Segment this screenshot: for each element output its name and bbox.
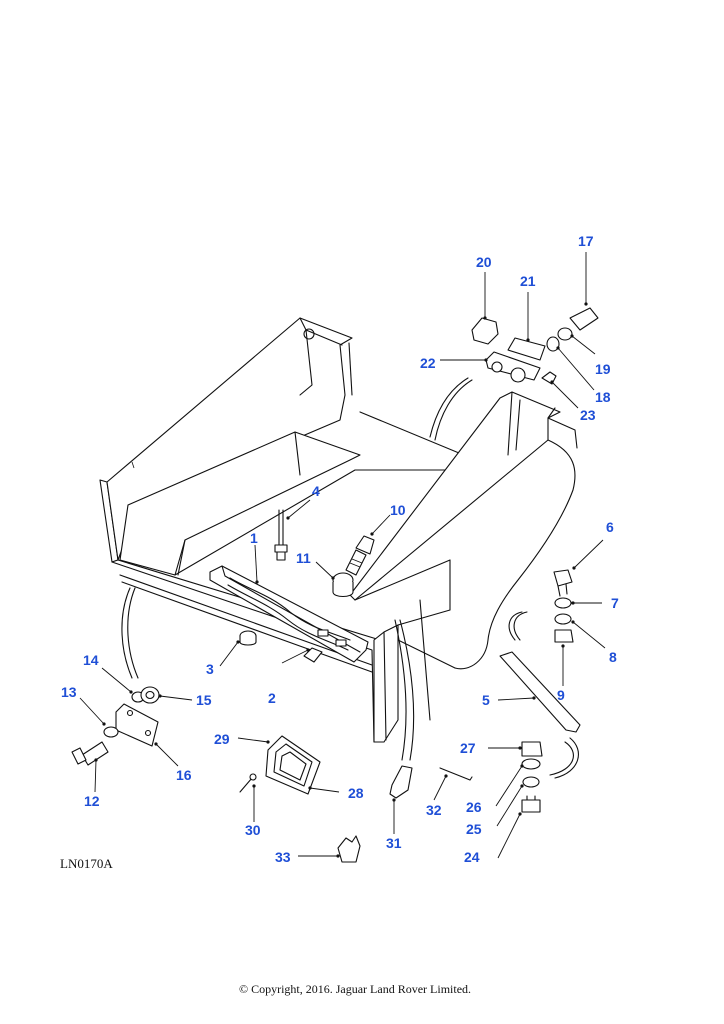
strap-assembly-parts — [499, 569, 581, 733]
callout-2: 2 — [268, 690, 276, 706]
callout-13: 13 — [61, 684, 77, 700]
callout-32: 32 — [426, 802, 442, 818]
callout-8: 8 — [609, 649, 617, 665]
left-hinge-parts — [71, 686, 160, 766]
callout-11: 11 — [296, 550, 311, 566]
callout-22: 22 — [420, 355, 436, 371]
callout-10: 10 — [390, 502, 406, 518]
grommet-parts — [239, 735, 321, 795]
hook-part — [389, 765, 413, 799]
callout-18: 18 — [595, 389, 611, 405]
callout-23: 23 — [580, 407, 596, 423]
callout-30: 30 — [245, 822, 261, 838]
callout-4: 4 — [312, 483, 320, 499]
callout-33: 33 — [275, 849, 291, 865]
callout-27: 27 — [460, 740, 476, 756]
callout-20: 20 — [476, 254, 492, 270]
callout-1: 1 — [250, 530, 258, 546]
callout-12: 12 — [84, 793, 100, 809]
callout-3: 3 — [206, 661, 214, 677]
leader-lines — [79, 252, 606, 859]
bush-part — [332, 572, 354, 598]
callout-31: 31 — [386, 835, 402, 851]
nut-washer-stack-parts — [521, 741, 543, 813]
callout-24: 24 — [464, 849, 480, 865]
diagram-reference: LN0170A — [60, 856, 113, 871]
callout-16: 16 — [176, 767, 192, 783]
hex-bolt-part — [345, 535, 375, 576]
callout-9: 9 — [557, 687, 565, 703]
callout-28: 28 — [348, 785, 364, 801]
callout-25: 25 — [466, 821, 482, 837]
callout-26: 26 — [466, 799, 482, 815]
clip-part — [337, 835, 361, 863]
split-pin-part — [439, 767, 473, 781]
callout-17: 17 — [578, 233, 594, 249]
long-bolt-part — [274, 509, 288, 561]
parts — [71, 307, 599, 863]
callout-5: 5 — [482, 692, 490, 708]
stud-part — [239, 630, 257, 646]
callout-19: 19 — [595, 361, 611, 377]
callout-21: 21 — [520, 273, 536, 289]
callout-14: 14 — [83, 652, 99, 668]
callout-6: 6 — [606, 519, 614, 535]
callout-labels: 1 2 3 4 5 6 7 8 9 10 11 12 13 14 15 16 1… — [61, 233, 619, 865]
assembly-arcs — [121, 377, 579, 779]
callout-29: 29 — [214, 731, 230, 747]
rail-channel-part — [209, 565, 369, 663]
callout-15: 15 — [196, 692, 212, 708]
copyright-notice: © Copyright, 2016. Jaguar Land Rover Lim… — [239, 982, 471, 996]
right-hinge-parts — [471, 307, 599, 385]
cargo-body-drawing — [99, 317, 578, 743]
callout-7: 7 — [611, 595, 619, 611]
